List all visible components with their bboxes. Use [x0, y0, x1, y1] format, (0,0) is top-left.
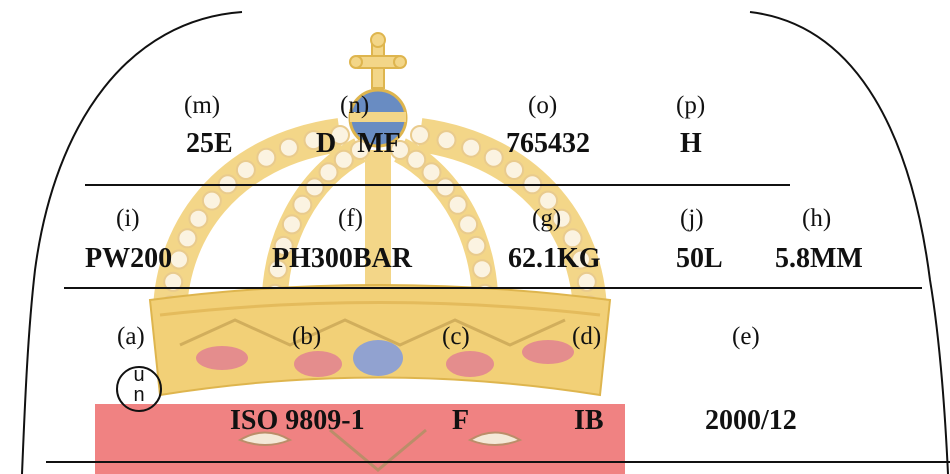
crown-pearl — [447, 194, 468, 215]
value-c: F — [452, 405, 470, 436]
value-o: 765432 — [506, 128, 590, 159]
value-p: H — [680, 128, 702, 159]
crown-pearl — [304, 177, 325, 198]
label-i: (i) — [116, 205, 140, 232]
crown-pearl — [318, 162, 339, 183]
separator-line-1 — [85, 184, 790, 186]
un-marking-icon: u n — [113, 363, 165, 415]
crown-pearl — [177, 228, 198, 249]
value-e: 2000/12 — [705, 405, 797, 436]
crown-pearl — [504, 160, 525, 180]
value-m: 25E — [186, 128, 233, 159]
crown-pearl — [421, 162, 442, 183]
right-shoulder-curve — [749, 11, 949, 474]
crown-pearl — [571, 249, 591, 270]
crown-pearl — [273, 235, 294, 256]
crown-pearl — [390, 140, 410, 160]
crown-pearl — [461, 137, 482, 158]
value-b: ISO 9809-1 — [230, 405, 365, 436]
crown-pearl — [188, 208, 209, 229]
crown-pearl — [163, 271, 184, 292]
value-j: 50L — [676, 243, 723, 274]
label-j: (j) — [680, 205, 704, 232]
crown-pearl — [350, 140, 370, 160]
un-mark-upper: u — [133, 364, 145, 386]
label-p: (p) — [676, 92, 706, 119]
label-e: (e) — [732, 323, 760, 350]
crown-pearl — [169, 249, 189, 270]
crown-pearl — [278, 137, 299, 158]
un-mark-lower: n — [133, 384, 145, 406]
label-h: (h) — [802, 205, 832, 232]
separator-line-3 — [46, 461, 950, 463]
crown-pearl — [330, 125, 350, 145]
crown-pearl — [458, 214, 479, 235]
value-n: D MF — [316, 128, 401, 159]
crown-pearl — [235, 160, 256, 180]
crown-pearl — [576, 271, 597, 292]
crown-pearl — [201, 190, 222, 211]
crown-pearl — [436, 130, 457, 151]
label-f: (f) — [338, 205, 363, 232]
crown-pearl — [538, 190, 559, 211]
value-f: PH300BAR — [272, 243, 412, 274]
value-d: IB — [574, 405, 604, 436]
label-c: (c) — [442, 323, 470, 350]
crown-pearl — [256, 147, 277, 168]
crown-pearl — [562, 228, 583, 249]
crown-emblem — [95, 32, 625, 474]
crown-pearl — [281, 214, 302, 235]
crown-pearl — [435, 177, 456, 198]
crown-pearl — [466, 235, 487, 256]
crown-pearl — [551, 208, 572, 229]
crown-pearl — [406, 149, 427, 170]
crown-pearl — [410, 125, 430, 145]
label-g: (g) — [532, 205, 562, 232]
label-b: (b) — [292, 323, 322, 350]
label-a: (a) — [117, 323, 145, 350]
crown-pearl — [333, 149, 354, 170]
left-shoulder-curve — [21, 11, 243, 474]
label-d: (d) — [572, 323, 602, 350]
label-m: (m) — [184, 92, 221, 119]
value-i: PW200 — [85, 243, 173, 274]
crown-pearl — [303, 130, 324, 151]
crown-pearl — [267, 259, 288, 280]
label-o: (o) — [528, 92, 558, 119]
label-n: (n) — [340, 92, 370, 119]
separator-line-2 — [64, 287, 922, 289]
value-h: 5.8MM — [775, 243, 863, 274]
crown-pearl — [292, 194, 313, 215]
crown-pearl — [483, 147, 504, 168]
crown-pearl — [472, 259, 493, 280]
value-g: 62.1KG — [508, 243, 601, 274]
